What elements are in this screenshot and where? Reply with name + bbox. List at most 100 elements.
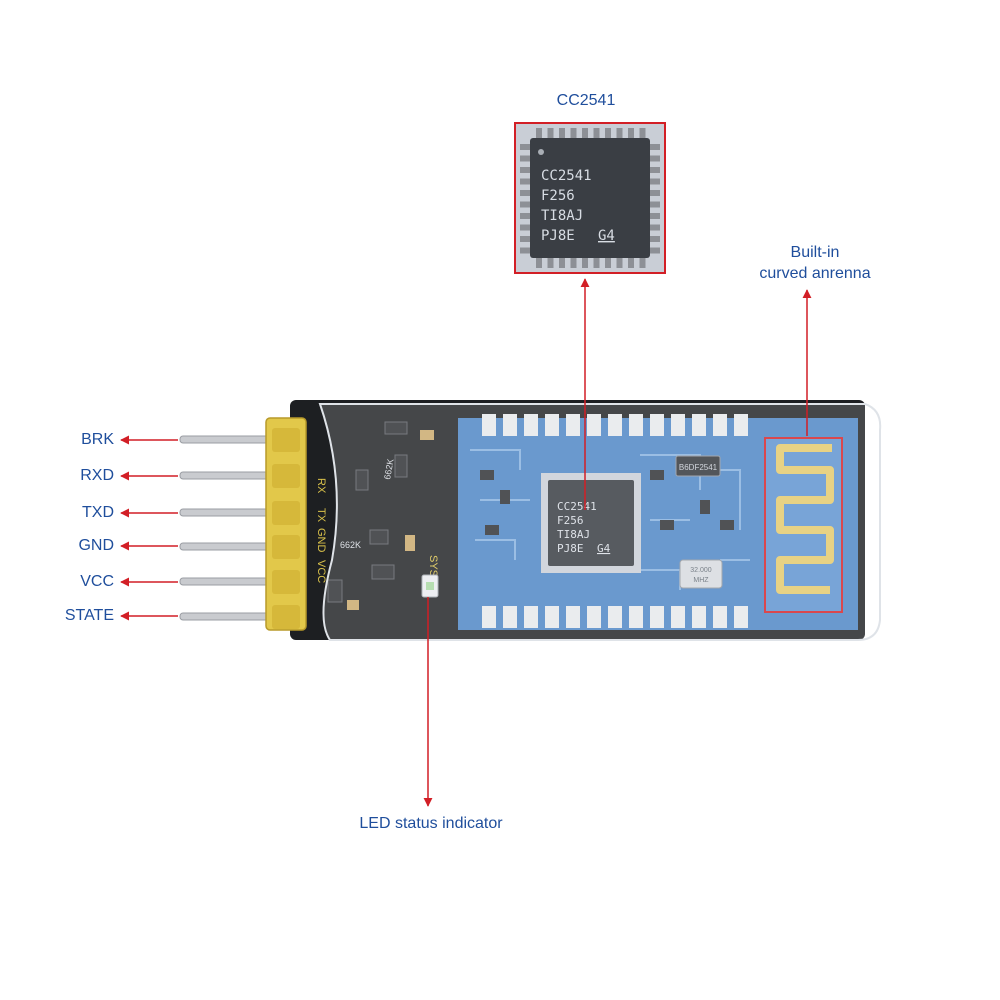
- pin-label-rxd: RXD: [80, 467, 114, 484]
- chip-marking-2: F256: [557, 514, 584, 527]
- chip-zoom-pads: [520, 128, 660, 268]
- chip-pad: [650, 144, 660, 150]
- chip-pad: [650, 224, 660, 231]
- chip-pad: [593, 258, 600, 268]
- castellated-pad: [524, 414, 538, 436]
- pin-label-gnd: GND: [78, 537, 114, 554]
- zoom-marking-3: TI8AJ: [541, 208, 583, 224]
- module-components: [480, 470, 734, 535]
- chip-marking-4: PJ8E: [557, 542, 584, 555]
- silk-gnd: GND: [315, 528, 327, 553]
- chip-pad: [650, 213, 660, 219]
- castellated-pad: [545, 414, 559, 436]
- chip-pad: [650, 247, 660, 254]
- castellated-pad: [566, 414, 580, 436]
- castellated-pad: [629, 606, 643, 628]
- chip-marking-3: TI8AJ: [557, 528, 590, 541]
- antenna: [764, 437, 843, 613]
- chip-zoom-body: [530, 138, 650, 258]
- chip-pad: [520, 224, 530, 231]
- castellated-pad: [650, 414, 664, 436]
- crystal-label-1: 32.000: [690, 567, 712, 574]
- chip-pad: [582, 128, 588, 138]
- castellated-pad: [608, 414, 622, 436]
- zoom-marking-2: F256: [541, 188, 575, 204]
- chip-pad: [559, 258, 565, 268]
- led-label: LED status indicator: [359, 815, 503, 832]
- chip-pad: [570, 128, 577, 138]
- chip-pad: [628, 258, 634, 268]
- castellated-pad: [503, 606, 517, 628]
- chip-marking-1: CC2541: [557, 500, 597, 513]
- castellated-pad: [713, 414, 727, 436]
- chip-pad: [593, 128, 600, 138]
- small-ic-label: B6DF2541: [679, 463, 718, 472]
- pin-label-vcc: VCC: [80, 573, 114, 590]
- castellated-pad: [545, 606, 559, 628]
- chip-pad: [616, 128, 623, 138]
- chip-marking-5: G4: [597, 542, 611, 555]
- zoom-marking-5: G4: [598, 228, 615, 244]
- chip-pad: [520, 144, 530, 150]
- castellated-pad: [524, 606, 538, 628]
- chip-pad: [639, 258, 646, 268]
- chip-pad: [520, 178, 530, 185]
- chip-pad: [547, 128, 554, 138]
- onboard-chip: CC2541 F256 TI8AJ PJ8E G4: [541, 473, 641, 573]
- silk-tx: TX: [315, 508, 327, 523]
- chip-pad: [559, 128, 565, 138]
- antenna-label-line1: Built-in: [790, 244, 840, 261]
- chip-pad: [520, 155, 530, 162]
- chip-pad: [650, 178, 660, 185]
- silk-sys: SYS: [427, 555, 439, 577]
- castellated-pad: [629, 414, 643, 436]
- castellated-pad: [692, 606, 706, 628]
- chip-pad: [616, 258, 623, 268]
- chip-title-label: CC2541: [556, 92, 616, 109]
- shrink-wrap: [318, 403, 882, 641]
- chip-zoom-frame: CC2541 F256 TI8AJ PJ8E G4: [514, 122, 666, 274]
- small-ic: B6DF2541: [675, 455, 721, 477]
- chip-pad: [605, 128, 611, 138]
- castellated-pad: [734, 606, 748, 628]
- chip-pad: [520, 213, 530, 219]
- zoom-marking-1: CC2541: [541, 168, 592, 184]
- pin-label-txd: TXD: [82, 504, 114, 521]
- castellated-pad: [671, 606, 685, 628]
- chip-pad: [520, 190, 530, 196]
- chip-pad: [650, 167, 660, 173]
- chip-pad: [520, 247, 530, 254]
- pin-label-brk: BRK: [81, 431, 114, 448]
- castellated-pad: [692, 414, 706, 436]
- castellated-pads: [482, 414, 748, 628]
- resistor-label-b: 662K: [340, 540, 361, 550]
- carrier-components: [327, 421, 434, 610]
- chip-pad: [570, 258, 577, 268]
- status-led: [421, 574, 439, 598]
- castellated-pad: [503, 414, 517, 436]
- silk-vcc: VCC: [315, 560, 327, 583]
- chip-pad: [605, 258, 611, 268]
- silk-rx: RX: [315, 478, 327, 494]
- chip-pad: [650, 201, 660, 208]
- resistor-label-a: 662K: [382, 458, 396, 480]
- chip-pad: [582, 258, 588, 268]
- header-pins: [179, 435, 281, 621]
- castellated-pad: [587, 414, 601, 436]
- castellated-pad: [734, 414, 748, 436]
- chip-pad: [520, 236, 530, 242]
- antenna-label-line2: curved anrenna: [759, 265, 871, 282]
- pin-header: [265, 417, 307, 631]
- pin-label-state: STATE: [64, 607, 114, 624]
- castellated-pad: [566, 606, 580, 628]
- bluetooth-module: RX TX GND VCC 662K 662K SYS: [179, 400, 882, 641]
- castellated-pad: [650, 606, 664, 628]
- chip-pad: [650, 190, 660, 196]
- chip-pad: [536, 258, 542, 268]
- crystal-label-2: MHZ: [693, 577, 709, 584]
- chip-pad: [650, 236, 660, 242]
- chip-pad: [520, 167, 530, 173]
- chip-pad: [639, 128, 646, 138]
